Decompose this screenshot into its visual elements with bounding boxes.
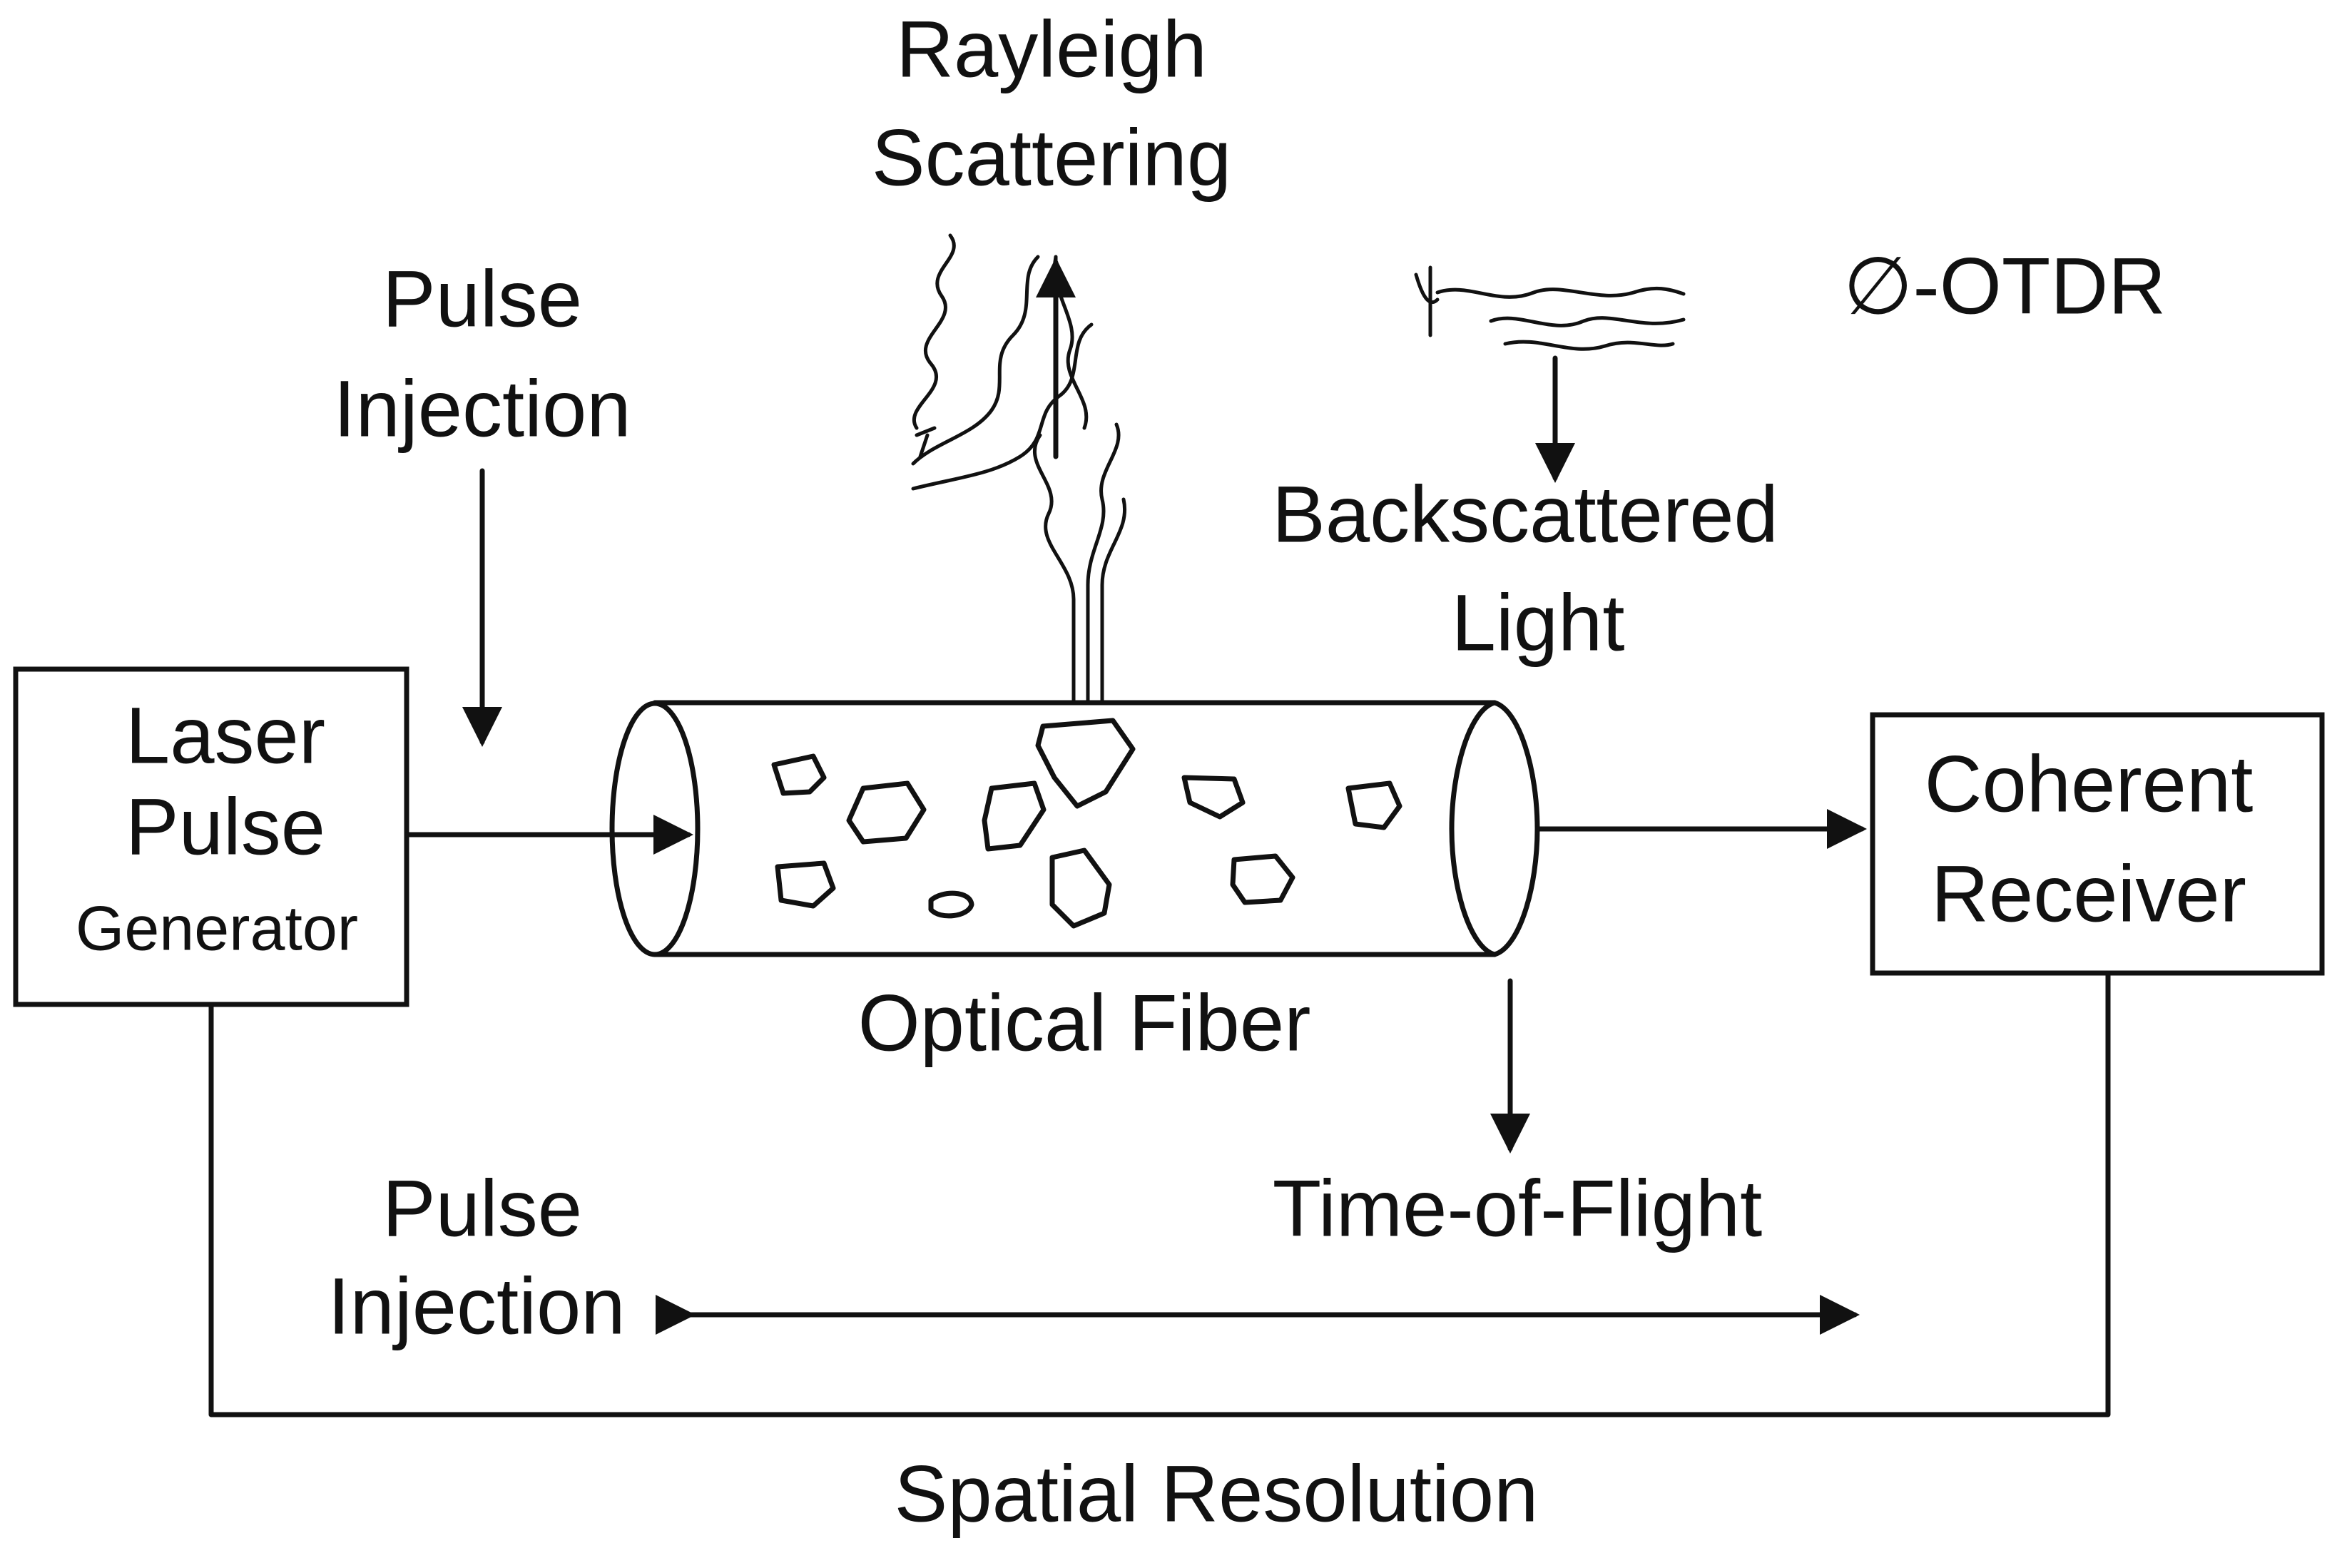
pulse-injection-bottom-label-line2: Injection [327, 1262, 625, 1351]
laser-pulse-generator-box [13, 666, 409, 1007]
coherent-label-line2: Receiver [1931, 850, 2246, 939]
coherent-receiver-box [1870, 712, 2325, 976]
pulse-injection-top-label-line1: Pulse [382, 255, 582, 344]
laser-label-line2: Pulse [126, 783, 325, 872]
fiber-particles [771, 718, 1402, 929]
optical-fiber-label: Optical Fiber [858, 979, 1311, 1068]
pulse-injection-bottom-label-line1: Pulse [382, 1164, 582, 1253]
nu-symbol-icon [915, 426, 937, 459]
phi-otdr-label: ∅-OTDR [1843, 242, 2166, 331]
coherent-label-line1: Coherent [1925, 740, 2254, 829]
pulse-injection-top-label-line2: Injection [333, 365, 631, 454]
laser-label-line3: Generator [76, 892, 358, 963]
spatial-resolution-label: Spatial Resolution [895, 1450, 1539, 1539]
rayleigh-scatter-waves [911, 233, 1127, 705]
optical-fiber-cylinder [609, 700, 1540, 957]
resolution-loop-line [208, 970, 2111, 1417]
backscattered-label-line2: Light [1452, 579, 1625, 668]
rayleigh-label-line1: Rayleigh [896, 5, 1207, 94]
backscatter-wave-icon [1414, 265, 1686, 351]
laser-label-line1: Laser [126, 691, 325, 780]
backscattered-label-line1: Backscattered [1272, 470, 1778, 559]
time-of-flight-label: Time-of-Flight [1273, 1164, 1763, 1253]
rayleigh-label-line2: Scattering [872, 113, 1231, 203]
